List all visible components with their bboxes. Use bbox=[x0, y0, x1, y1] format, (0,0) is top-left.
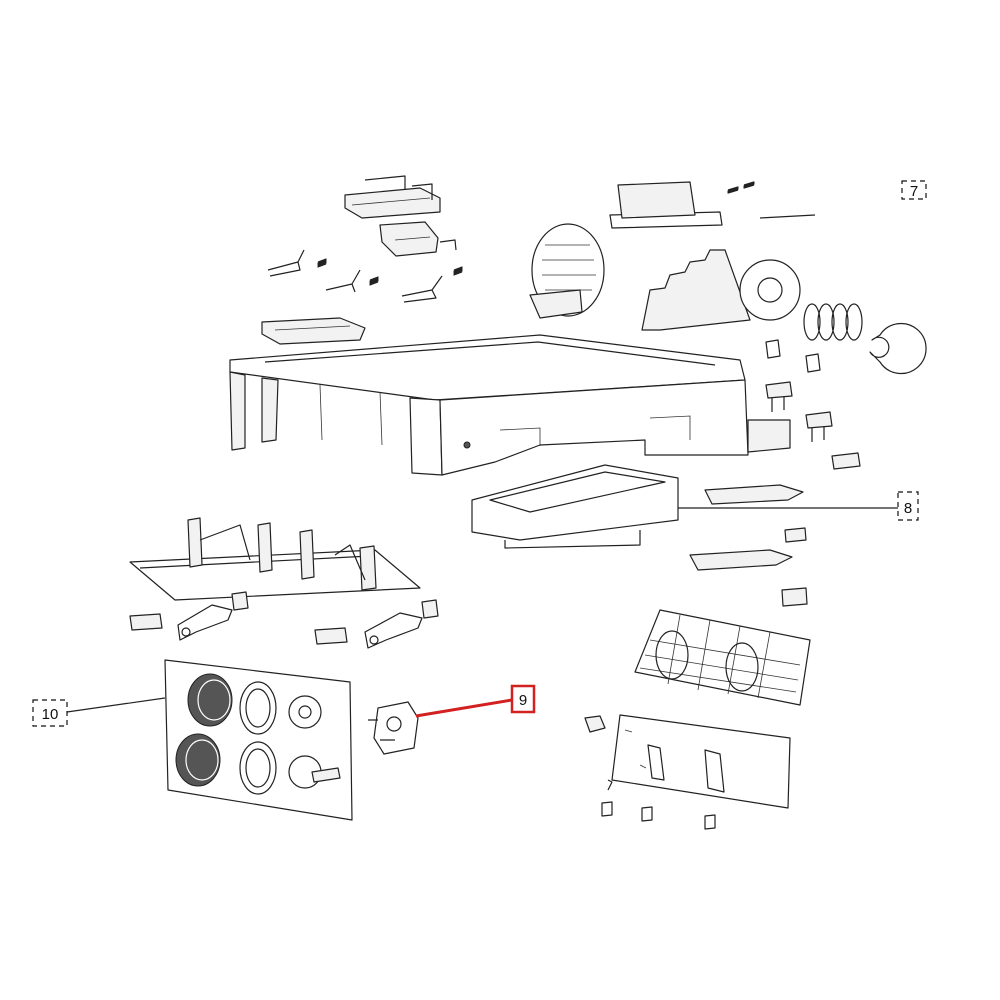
left-base-plate bbox=[129, 517, 421, 601]
large-coil-spring bbox=[803, 303, 863, 341]
callout-9: 9 bbox=[510, 684, 536, 714]
callout-9-leader bbox=[415, 698, 513, 718]
callout-7-label: 7 bbox=[910, 183, 918, 200]
left-levers bbox=[267, 249, 443, 303]
stair-gear-part bbox=[641, 249, 801, 331]
left-mount-plate bbox=[261, 317, 366, 345]
switch-part-9 bbox=[368, 701, 419, 755]
top-right-springs bbox=[727, 181, 755, 194]
callout-10-leader bbox=[66, 697, 166, 713]
cam-disc bbox=[869, 322, 927, 375]
left-springs bbox=[317, 258, 463, 286]
upper-left-bracket bbox=[344, 175, 441, 219]
knob-panel-part-10 bbox=[164, 659, 353, 821]
right-slider-parts bbox=[689, 484, 808, 607]
callout-7: 7 bbox=[901, 180, 927, 200]
small-clips-right bbox=[765, 339, 861, 470]
tray-part-8 bbox=[471, 464, 679, 549]
top-right-rail bbox=[609, 181, 816, 229]
callout-10: 10 bbox=[32, 699, 68, 727]
callout-8-label: 8 bbox=[904, 500, 912, 517]
front-cover-panel bbox=[607, 714, 791, 809]
main-frame bbox=[229, 334, 791, 476]
small-block-part bbox=[379, 221, 457, 257]
grid-block bbox=[634, 609, 811, 706]
callout-8: 8 bbox=[897, 491, 919, 521]
center-wheel bbox=[529, 223, 605, 319]
left-levers-pair bbox=[129, 591, 439, 649]
small-connector bbox=[584, 715, 606, 733]
cover-screws bbox=[601, 801, 716, 830]
callout-9-label: 9 bbox=[519, 692, 527, 709]
callout-10-label: 10 bbox=[42, 706, 59, 723]
